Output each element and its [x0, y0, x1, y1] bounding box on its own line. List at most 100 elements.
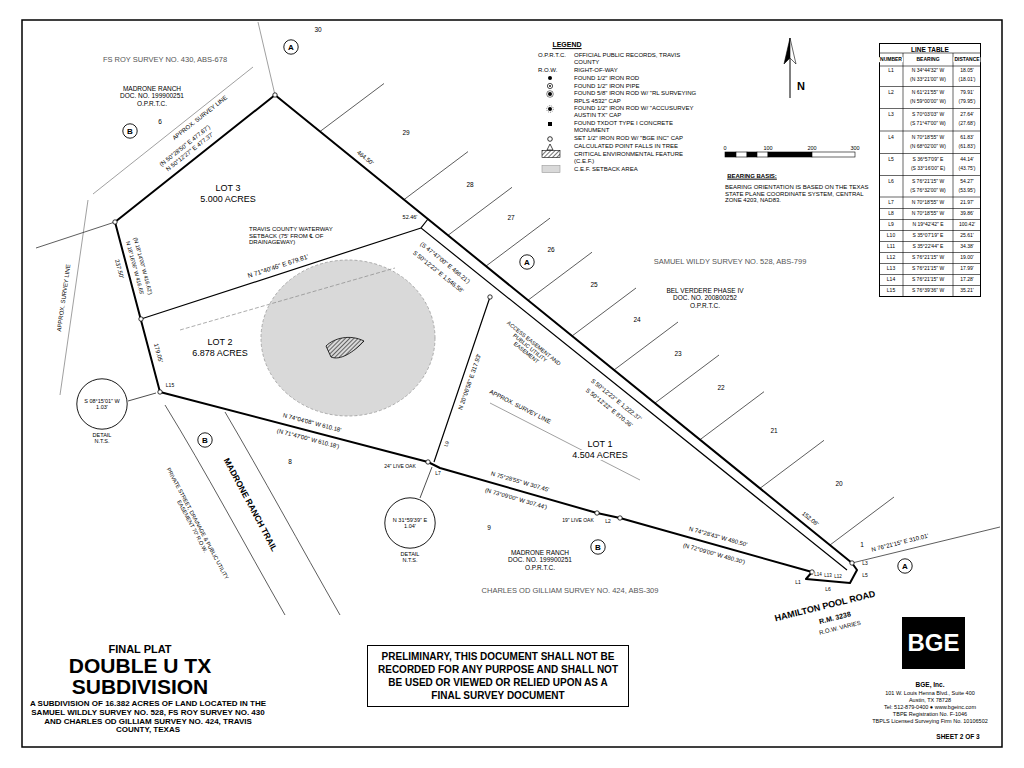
table-cell: (53.95'): [958, 188, 977, 194]
line-callout: L5: [861, 573, 869, 579]
legend-abbreviation: O.P.R.T.C.: [538, 52, 566, 59]
lot-number: 30: [313, 26, 322, 33]
scale-segment: [757, 152, 768, 157]
table-cell: L7: [887, 200, 895, 206]
legend-text: FOUND 1/2" IRON ROD W/ "ACCUSURVEY AUSTI…: [574, 105, 702, 119]
preliminary-note: PRELIMINARY, THIS DOCUMENT SHALL NOT BE …: [367, 645, 629, 707]
lot-line: [141, 219, 847, 570]
scale-segment: [768, 152, 812, 157]
legend-item: CRITICAL ENVIRONMENTAL FEATURE (C.E.F.): [538, 151, 728, 165]
subdivision-boundary: [115, 95, 857, 583]
table-cell: 17.99': [959, 266, 974, 272]
table-cell: S 76°21'15" W: [911, 277, 945, 283]
marker-letter: A: [902, 562, 908, 571]
table-cell: (N 68°02'00" W): [909, 144, 947, 150]
plat-title: DOUBLE U TX SUBDIVISION: [30, 655, 250, 697]
legend-symbol-shape: [542, 151, 560, 158]
table-cell: 44.14': [959, 157, 974, 163]
table-cell: 27.64': [959, 112, 974, 118]
table-cell: L5: [887, 157, 895, 163]
table-cell: L8: [887, 211, 895, 217]
scale-segment: [736, 152, 747, 157]
circle-outline: [591, 540, 605, 554]
legend-symbol: [538, 150, 572, 158]
lot-label: LOT 2: [207, 337, 234, 347]
detail-text: DETAIL N.T.S.: [395, 551, 425, 564]
monument: [139, 317, 143, 321]
legend-symbol-shape: [548, 92, 552, 96]
lot-number: 26: [546, 246, 555, 253]
table-grid: [879, 53, 981, 297]
table-cell: (S 33°16'00" E): [910, 166, 946, 172]
legend-symbol: O.P.R.T.C.: [538, 52, 574, 59]
lot-number: 6: [157, 118, 163, 125]
scale-number: 200: [806, 145, 817, 151]
table-cell: L2: [887, 90, 895, 96]
tree-note: 24" LIVE OAK: [383, 464, 417, 470]
table-cell: S 36°57'09" E: [912, 157, 945, 163]
table-cell: L3: [887, 112, 895, 118]
monument: [158, 390, 162, 394]
lot-number: 25: [589, 281, 598, 288]
table-cell: N 70°18'55" W: [911, 135, 946, 141]
table-cell: L1: [887, 68, 895, 74]
table-cell: S 76°21'15" W: [911, 179, 945, 185]
table-cell: 25.61': [959, 233, 974, 239]
road-label: MADRONE RANCH TRAIL: [221, 456, 279, 554]
table-cell: L4: [887, 135, 895, 141]
lot-label: LOT 3: [215, 183, 242, 193]
table-cell: 39.86': [959, 211, 974, 217]
road-label: PRIVATE STREET, DRAINAGE & PUBLIC UTILIT…: [154, 455, 236, 595]
table-cell: 17.28': [959, 277, 974, 283]
legend-item: FOUND 1/2" IRON ROD W/ "ACCUSURVEY AUSTI…: [538, 105, 728, 119]
legend-symbol: [538, 74, 572, 82]
legend-text: OFFICIAL PUBLIC RECORDS, TRAVIS COUNTY: [574, 52, 702, 66]
table-cell: L11: [886, 244, 896, 250]
table-cell: S 35°07'19" E: [912, 233, 945, 239]
legend-symbol: [538, 83, 574, 90]
legend-item: R.O.W.RIGHT-OF-WAY: [538, 67, 728, 74]
legend-symbol-shape: [548, 137, 553, 142]
plat-heading: FINAL PLAT: [107, 643, 172, 655]
lot-number: 23: [673, 350, 682, 357]
survey-marker-circle: A: [897, 558, 913, 574]
legend-symbol-shape: [547, 106, 554, 113]
table-cell: S 76°21'15" W: [911, 266, 945, 272]
table-cell: NUMBER: [879, 57, 903, 63]
lot-number: 20: [834, 480, 843, 487]
table-cell: 79.91': [959, 90, 974, 96]
detail-text: S 08°15'01" W 1.03': [82, 398, 122, 411]
legend-symbol: [538, 143, 574, 150]
boundary-call: 152.08': [800, 510, 821, 529]
subdivision-record: BEL VERDERE PHASE IV DOC. NO. 200800252 …: [662, 287, 748, 309]
circle-outline: [898, 559, 912, 573]
line-callout: L2: [604, 519, 612, 525]
legend-symbol-shape: [547, 84, 552, 89]
subdivision-record: MADRONE RANCH DOC. NO. 199900251 O.P.R.T…: [504, 549, 576, 571]
table-cell: L10: [886, 233, 896, 239]
legend: O.P.R.T.C. OFFICIAL PUBLIC RECORDS, TRAVI…: [538, 52, 728, 174]
easement-note: ACCESS EASEMENT AND PUBLIC UTILITY EASEM…: [495, 318, 564, 379]
legend-text: SET 1/2" IRON ROD W/ "BGE INC" CAP: [574, 135, 702, 142]
survey-line-label: APPROX. SURVEY LINE: [56, 263, 72, 333]
table-cell: N 70°18'55" W: [911, 211, 946, 217]
line-callout: L6: [824, 587, 832, 593]
legend-symbol: [538, 82, 572, 90]
legend-symbol: [538, 105, 574, 112]
legend-symbol: [538, 143, 572, 151]
easement-note: TRAVIS COUNTY WATERWAY SETBACK (75' FROM…: [248, 226, 362, 246]
company-info: Tel: 512-879-0400 ● www.bgeinc.com: [883, 704, 977, 710]
table-cell: 34.38': [959, 244, 974, 250]
boundary-monuments: [113, 93, 854, 574]
legend-symbol: [538, 135, 572, 143]
survey-marker-circle: A: [283, 39, 299, 55]
company-logo: BGE: [902, 617, 965, 669]
lot-number: 8: [287, 458, 293, 465]
company-info: TBPE Registration No. F-1046: [892, 711, 968, 717]
survey-marker-circle: B: [197, 432, 213, 448]
survey-name: FS ROY SURVEY NO. 430, ABS-678: [102, 56, 228, 64]
table-cell: L9: [887, 222, 895, 228]
subdivision-record: MADRONE RANCH DOC. NO. 199900251 O.P.R.T…: [116, 85, 188, 107]
monument: [850, 561, 854, 565]
